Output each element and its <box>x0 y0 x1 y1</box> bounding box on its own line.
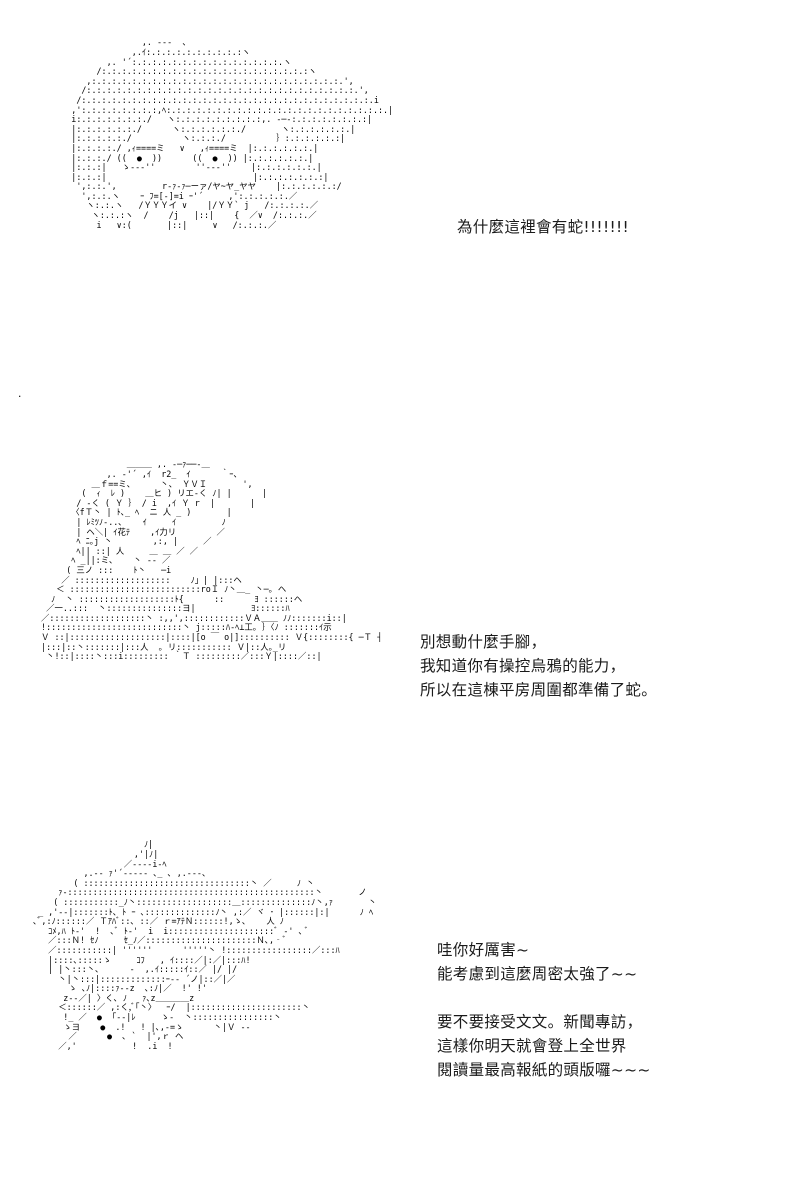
dialogue-text-crow-boy: 別想動什麼手腳， 我知道你有操控烏鴉的能力， 所以在這棟平房周圍都準備了蛇。 <box>420 633 658 699</box>
ascii-art-shocked-girl: ,. -‐- 、 ,.ｲ:.:.:.:.:.:.:.:.:.:ヽ ,. '´:.… <box>71 37 394 230</box>
dialogue-text-sleepy-cat-girl-part1: 哇你好厲害~ 能考慮到這麼周密太強了~~ <box>437 941 638 983</box>
dialogue-text-shocked-girl: 為什麼這裡會有蛇!!!!!!! <box>457 218 629 236</box>
stray-punctuation-mark: . <box>17 390 23 400</box>
dialogue-text-sleepy-cat-girl-part2: 要不要接受文文。新聞專訪， 這樣你明天就會登上全世界 閱讀量最高報紙的頭版囉~~… <box>437 1013 651 1079</box>
ascii-art-sleepy-cat-girl: ﾉ| ,'|ﾉ| ／‐‐‐‐i‐ﾍ ,.-‐ ｧ'´‐‐‐‐‐ ､_ ､ ,.‐… <box>33 839 377 1051</box>
ascii-art-crow-boy: ＿＿＿ ,. -─ｧ──-＿ ,. ‐'´ ,ｲ r2_ ｲ ｀ｰ、 ＿ｆ==ミ… <box>41 459 383 662</box>
